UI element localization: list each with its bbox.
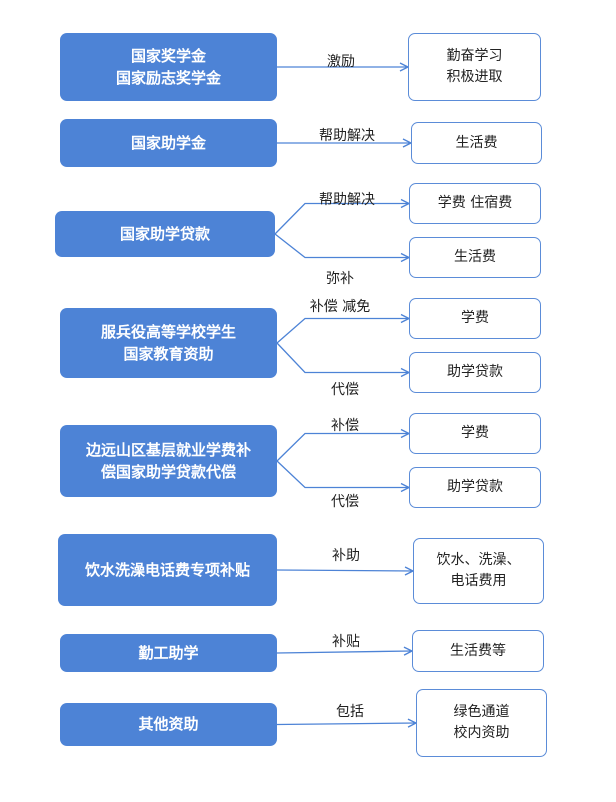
- target-box: 生活费等: [412, 630, 544, 672]
- source-box-line: 边远山区基层就业学费补: [85, 440, 251, 459]
- source-box-line: 国家教育资助: [123, 345, 214, 363]
- source-box: 服兵役高等学校学生国家教育资助: [60, 308, 277, 378]
- branch-label: 代偿: [331, 382, 359, 398]
- arrow-connector: [276, 342, 409, 373]
- target-box-line: 校内资助: [453, 725, 510, 741]
- source-box-line: 国家奖学金: [130, 46, 206, 65]
- source-box-line: 勤工助学: [138, 643, 199, 662]
- target-box-line: 绿色通道: [453, 704, 510, 720]
- branch-label: 补助: [332, 548, 360, 564]
- target-box-line: 生活费: [454, 249, 496, 265]
- target-box: 生活费: [411, 122, 542, 164]
- branch-label: 补偿: [331, 418, 359, 434]
- source-box-line: 其他资助: [138, 715, 199, 734]
- arrow-connector: [276, 651, 412, 653]
- source-box: 其他资助: [60, 703, 277, 746]
- target-box-line: 生活费等: [450, 642, 506, 659]
- branch-label: 帮助解决: [319, 128, 375, 144]
- source-box: 勤工助学: [60, 634, 277, 672]
- arrow-connector: [276, 570, 413, 571]
- target-box: 勤奋学习积极进取: [408, 33, 541, 101]
- branch-label: 弥补: [326, 271, 354, 287]
- target-box: 饮水、洗澡、电话费用: [413, 538, 544, 604]
- arrow-connector: [276, 319, 409, 344]
- arrow-connector: [276, 723, 416, 725]
- branch-label: 代偿: [331, 494, 359, 510]
- source-box: 国家助学贷款: [55, 211, 275, 257]
- target-box-line: 勤奋学习: [446, 48, 503, 64]
- target-box-line: 学费: [461, 425, 489, 441]
- arrow-connector: [276, 460, 409, 488]
- target-box: 绿色通道校内资助: [416, 689, 547, 757]
- source-box-line: 国家助学贷款: [119, 224, 210, 243]
- branch-label: 激励: [327, 54, 355, 70]
- target-box-line: 饮水、洗澡、: [436, 552, 521, 568]
- arrow-connector: [274, 233, 409, 258]
- target-box-line: 助学贷款: [447, 364, 503, 380]
- source-box-line: 饮水洗澡电话费专项补贴: [84, 560, 250, 579]
- target-box-line: 学费 住宿费: [437, 195, 513, 211]
- target-box-line: 助学贷款: [447, 479, 503, 495]
- branch-label: 补贴: [332, 634, 360, 650]
- target-box: 学费: [409, 298, 541, 339]
- source-box: 边远山区基层就业学费补偿国家助学贷款代偿: [60, 425, 277, 497]
- target-box: 学费 住宿费: [409, 183, 541, 224]
- target-box-line: 学费: [461, 310, 489, 326]
- branch-label: 补偿 减免: [309, 299, 371, 315]
- branch-label: 包括: [336, 704, 364, 720]
- source-box: 国家助学金: [60, 119, 277, 167]
- source-box-line: 服兵役高等学校学生: [100, 322, 236, 341]
- arrow-connector: [274, 204, 409, 235]
- branch-label: 帮助解决: [319, 192, 375, 208]
- target-box-line: 生活费: [455, 134, 498, 151]
- target-box-line: 电话费用: [450, 573, 507, 589]
- target-box-line: 积极进取: [446, 69, 503, 85]
- target-box: 助学贷款: [409, 467, 541, 508]
- source-box-line: 偿国家助学贷款代偿: [100, 463, 236, 481]
- source-box: 国家奖学金国家励志奖学金: [60, 33, 277, 101]
- source-box: 饮水洗澡电话费专项补贴: [58, 534, 277, 606]
- target-box: 学费: [409, 413, 541, 454]
- source-box-line: 国家励志奖学金: [115, 69, 221, 87]
- target-box: 助学贷款: [409, 352, 541, 393]
- arrow-connector: [276, 434, 409, 462]
- target-box: 生活费: [409, 237, 541, 278]
- source-box-line: 国家助学金: [130, 133, 206, 152]
